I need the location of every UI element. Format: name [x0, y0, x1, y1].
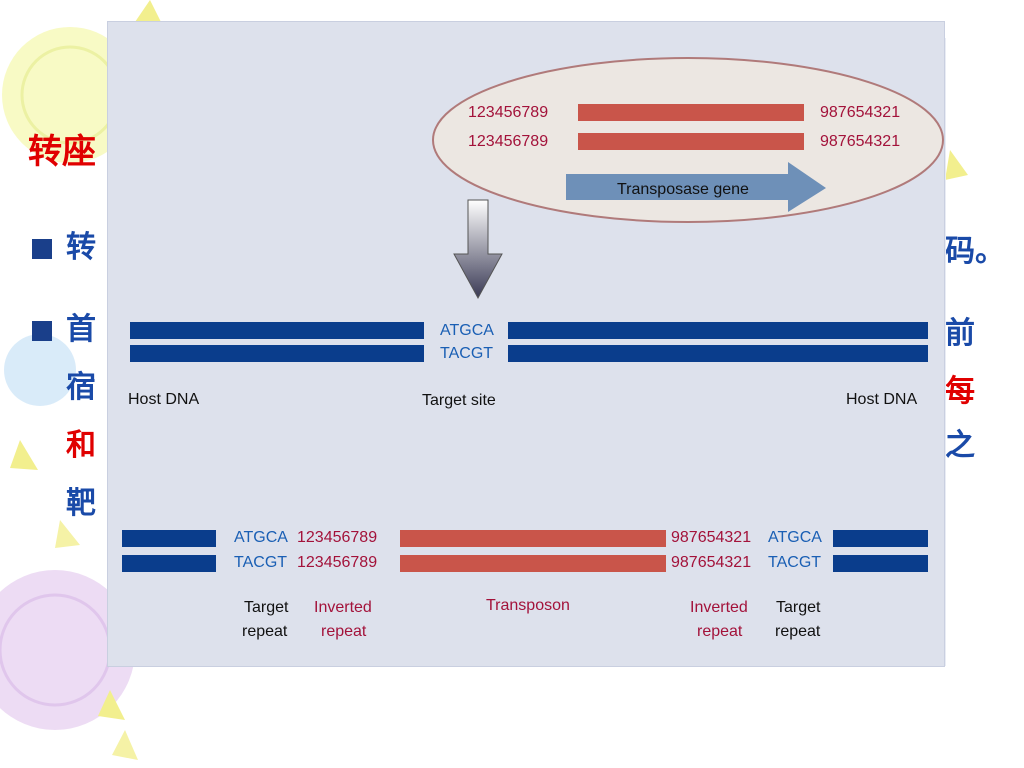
- transposon-label: Transposon: [486, 597, 570, 614]
- bullet-1-start: 转: [66, 230, 96, 265]
- bullet-2: 首: [32, 304, 96, 348]
- bullet-square-icon: [32, 320, 52, 341]
- target-site-top-sequence: ATGCA: [440, 322, 494, 339]
- target-repeat-right-label-1: Target: [776, 599, 821, 616]
- ellipse-left-bottom-number: 123456789: [468, 133, 548, 150]
- line-2-end: 每: [945, 374, 975, 409]
- bullet-1: 转: [32, 222, 96, 266]
- inverted-repeat-left-label-2: repeat: [321, 623, 367, 640]
- ellipse-left-top-number: 123456789: [468, 104, 548, 121]
- transposase-gene-arrow: [566, 162, 826, 212]
- line-4-start: 靶: [66, 486, 96, 521]
- decor-yellow-triangle: [112, 730, 138, 760]
- bullet-2-end: 前: [945, 316, 975, 351]
- transposon-bottom-strand: [400, 555, 666, 572]
- ellipse-right-bottom-number: 987654321: [820, 133, 900, 150]
- slide-title: 转座: [28, 132, 96, 172]
- ellipse-right-top-number: 987654321: [820, 104, 900, 121]
- inverted-repeat-right-label-2: repeat: [697, 623, 743, 640]
- host-dna-right-bottom-strand: [508, 345, 928, 362]
- decor-yellow-triangle: [945, 150, 968, 180]
- host-dna-left-bottom-strand: [130, 345, 424, 362]
- decor-yellow-triangle: [55, 520, 80, 548]
- target-repeat-left-label-1: Target: [244, 599, 289, 616]
- bullet-2-start: 首: [66, 312, 96, 347]
- inverted-repeat-left-label-1: Inverted: [314, 599, 372, 616]
- result-right-top-blue-strand: [833, 530, 928, 547]
- ellipse-bottom-red-strand: [578, 133, 804, 150]
- result-right-bottom-target: TACGT: [768, 554, 821, 571]
- transposase-gene-label: Transposase gene: [617, 181, 749, 198]
- result-left-top-target: ATGCA: [234, 529, 288, 546]
- transposon-top-strand: [400, 530, 666, 547]
- inverted-repeat-right-label-1: Inverted: [690, 599, 748, 616]
- result-right-top-inverted: 987654321: [671, 529, 751, 546]
- transposon-diagram-panel: 123456789 123456789 987654321 987654321 …: [108, 22, 944, 666]
- target-site-bottom-sequence: TACGT: [440, 345, 493, 362]
- result-right-bottom-blue-strand: [833, 555, 928, 572]
- result-left-bottom-blue-strand: [122, 555, 216, 572]
- result-left-bottom-inverted: 123456789: [297, 554, 377, 571]
- result-right-bottom-inverted: 987654321: [671, 554, 751, 571]
- ellipse-top-red-strand: [578, 104, 804, 121]
- decor-purple-circle: [0, 570, 135, 730]
- line-2-start: 宿: [66, 370, 96, 405]
- result-left-top-blue-strand: [122, 530, 216, 547]
- host-dna-left-top-strand: [130, 322, 424, 339]
- insertion-arrow-icon: [453, 199, 503, 300]
- decor-blue-circle: [4, 334, 76, 406]
- result-right-top-target: ATGCA: [768, 529, 822, 546]
- target-repeat-left-label-2: repeat: [242, 623, 288, 640]
- host-dna-right-label: Host DNA: [846, 391, 917, 408]
- decor-yellow-triangle: [98, 690, 125, 720]
- decor-yellow-triangle: [10, 440, 38, 470]
- transposon-diagram: 123456789 123456789 987654321 987654321 …: [122, 57, 944, 640]
- target-site-label: Target site: [422, 392, 496, 409]
- bullet-1-end: 码。: [945, 234, 1005, 269]
- target-repeat-right-label-2: repeat: [775, 623, 821, 640]
- host-dna-right-top-strand: [508, 322, 928, 339]
- result-left-top-inverted: 123456789: [297, 529, 377, 546]
- line-3-start: 和: [66, 428, 96, 463]
- result-left-bottom-target: TACGT: [234, 554, 287, 571]
- host-dna-left-label: Host DNA: [128, 391, 199, 408]
- line-3-end: 之: [945, 428, 975, 463]
- bullet-square-icon: [32, 238, 52, 259]
